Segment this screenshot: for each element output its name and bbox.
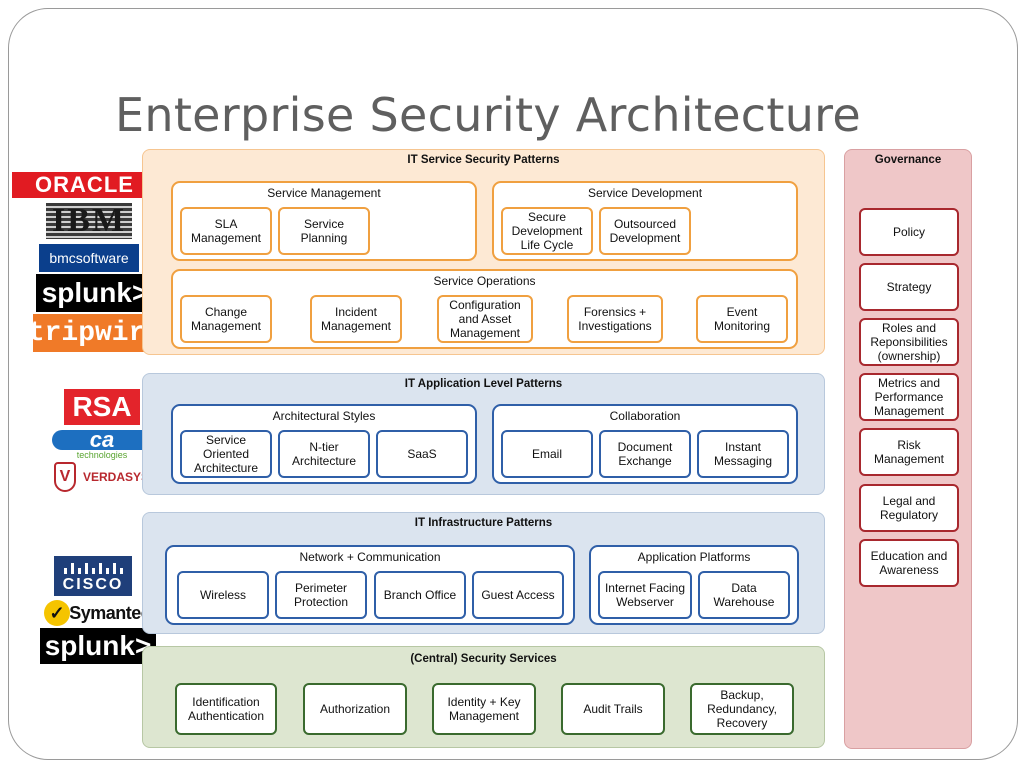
perimeter-protection-box: Perimeter Protection	[275, 571, 367, 619]
application-patterns-header: IT Application Level Patterns	[404, 378, 563, 390]
outsourced-development-box: Outsourced Development	[599, 207, 691, 255]
legal-regulatory-box: Legal and Regulatory	[859, 484, 959, 532]
metrics-performance-box: Metrics and Performance Management	[859, 373, 959, 421]
symantec-logo: ✓ Symantec.	[44, 598, 154, 628]
infrastructure-patterns-header: IT Infrastructure Patterns	[414, 517, 553, 529]
governance-panel: Governance Policy Strategy Roles and Rep…	[844, 149, 972, 749]
service-management-group: Service Management SLA Management Servic…	[171, 181, 477, 261]
service-patterns-header: IT Service Security Patterns	[407, 154, 560, 166]
education-awareness-box: Education and Awareness	[859, 539, 959, 587]
sla-management-box: SLA Management	[180, 207, 272, 255]
symantec-check-icon: ✓	[44, 600, 70, 626]
data-warehouse-box: Data Warehouse	[698, 571, 790, 619]
central-services-header: (Central) Security Services	[410, 653, 557, 665]
risk-management-box: Risk Management	[859, 428, 959, 476]
service-operations-group: Service Operations Change Management Inc…	[171, 269, 798, 349]
ibm-logo: IBM	[46, 203, 132, 239]
event-monitoring-box: Event Monitoring	[696, 295, 788, 343]
secure-development-box: Secure Development Life Cycle	[501, 207, 593, 255]
service-planning-box: Service Planning	[278, 207, 370, 255]
identification-authentication-box: Identification Authentication	[175, 683, 277, 735]
verdasys-wordmark: VERDASYS	[82, 470, 150, 484]
strategy-box: Strategy	[859, 263, 959, 311]
service-patterns-panel: IT Service Security Patterns Service Man…	[142, 149, 825, 355]
soa-box: Service Oriented Architecture	[180, 430, 272, 478]
wireless-box: Wireless	[177, 571, 269, 619]
network-communication-group: Network + Communication Wireless Perimet…	[165, 545, 575, 625]
ca-technologies-logo: ca technologies	[52, 430, 152, 460]
architectural-styles-label: Architectural Styles	[272, 409, 376, 423]
cisco-logo: CISCO	[54, 556, 132, 596]
identity-key-management-box: Identity + Key Management	[432, 683, 536, 735]
forensics-investigations-box: Forensics + Investigations	[567, 295, 663, 343]
roles-responsibilities-box: Roles and Reponsibilities (ownership)	[859, 318, 959, 366]
central-services-panel: (Central) Security Services Identificati…	[142, 646, 825, 748]
authorization-box: Authorization	[303, 683, 407, 735]
branch-office-box: Branch Office	[374, 571, 466, 619]
application-platforms-group: Application Platforms Internet Facing We…	[589, 545, 799, 625]
configuration-asset-management-box: Configuration and Asset Management	[437, 295, 533, 343]
tripwire-logo: tripwire	[33, 314, 157, 352]
internet-facing-webserver-box: Internet Facing Webserver	[598, 571, 692, 619]
application-patterns-panel: IT Application Level Patterns Architectu…	[142, 373, 825, 495]
n-tier-architecture-box: N-tier Architecture	[278, 430, 370, 478]
slide-title: Enterprise Security Architecture	[115, 88, 861, 142]
splunk-logo-top: splunk>	[36, 274, 154, 312]
service-management-label: Service Management	[267, 186, 381, 200]
service-development-group: Service Development Secure Development L…	[492, 181, 798, 261]
architectural-styles-group: Architectural Styles Service Oriented Ar…	[171, 404, 477, 484]
splunk-logo-bottom: splunk>	[40, 628, 156, 664]
collaboration-label: Collaboration	[609, 409, 681, 423]
collaboration-group: Collaboration Email Document Exchange In…	[492, 404, 798, 484]
backup-redundancy-recovery-box: Backup, Redundancy, Recovery	[690, 683, 794, 735]
policy-box: Policy	[859, 208, 959, 256]
ca-logo-subtitle: technologies	[76, 450, 128, 460]
application-platforms-label: Application Platforms	[637, 550, 751, 564]
guest-access-box: Guest Access	[472, 571, 564, 619]
verdasys-logo: V VERDASYS	[52, 462, 152, 492]
cisco-bars-icon	[64, 563, 123, 574]
bmc-logo: bmcsoftware	[39, 244, 139, 272]
symantec-wordmark: Symantec.	[70, 602, 154, 623]
change-management-box: Change Management	[180, 295, 272, 343]
service-operations-label: Service Operations	[433, 274, 536, 288]
rsa-logo: RSA	[64, 389, 140, 425]
oracle-logo: ORACLE	[12, 172, 157, 198]
audit-trails-box: Audit Trails	[561, 683, 665, 735]
email-box: Email	[501, 430, 593, 478]
ca-logo-mark: ca	[52, 430, 152, 450]
document-exchange-box: Document Exchange	[599, 430, 691, 478]
cisco-wordmark: CISCO	[62, 576, 124, 593]
governance-header: Governance	[874, 154, 942, 166]
network-communication-label: Network + Communication	[299, 550, 441, 564]
incident-management-box: Incident Management	[310, 295, 402, 343]
verdasys-shield-icon: V	[54, 462, 76, 492]
service-development-label: Service Development	[587, 186, 703, 200]
infrastructure-patterns-panel: IT Infrastructure Patterns Network + Com…	[142, 512, 825, 634]
instant-messaging-box: Instant Messaging	[697, 430, 789, 478]
saas-box: SaaS	[376, 430, 468, 478]
